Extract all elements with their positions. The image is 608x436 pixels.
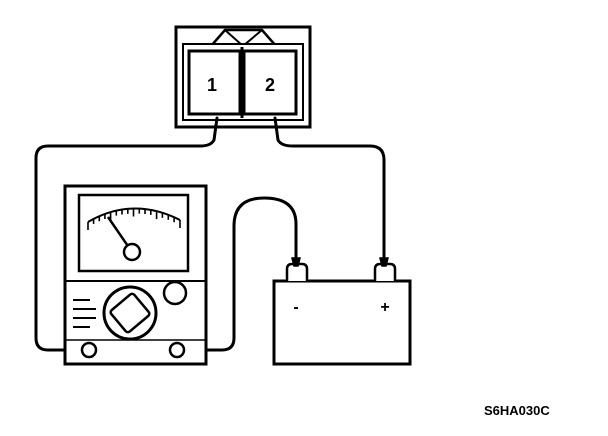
battery-positive-label: + (380, 299, 389, 316)
meter-jack-right[interactable] (168, 341, 186, 359)
relay-terminal-2-label: 2 (265, 75, 275, 95)
wires (34, 116, 386, 352)
meter-scale-ticks (87, 208, 181, 230)
multimeter (63, 184, 208, 366)
wire-terminal1-to-meter (34, 116, 219, 352)
battery-case (272, 279, 412, 366)
relay-terminal-2 (242, 49, 298, 116)
relay-terminal-1-label: 1 (207, 75, 217, 95)
relay-terminal-1 (187, 49, 242, 116)
battery-negative-label: - (293, 299, 298, 316)
battery-positive-clip (379, 257, 389, 267)
wire-terminal2-to-battery-positive (273, 116, 386, 260)
meter-jack-left[interactable] (80, 341, 98, 359)
battery-negative-clip (291, 257, 301, 267)
figure-code: S6HA030C (484, 403, 550, 418)
wire-meter-to-battery-negative (175, 196, 298, 352)
relay-connector: 1 2 (174, 25, 312, 129)
battery: - + (272, 257, 412, 366)
meter-side-marks (73, 299, 96, 328)
meter-needle-pivot (122, 242, 142, 262)
zero-adjust-knob[interactable] (162, 280, 188, 306)
range-selector-knob[interactable] (109, 292, 151, 334)
